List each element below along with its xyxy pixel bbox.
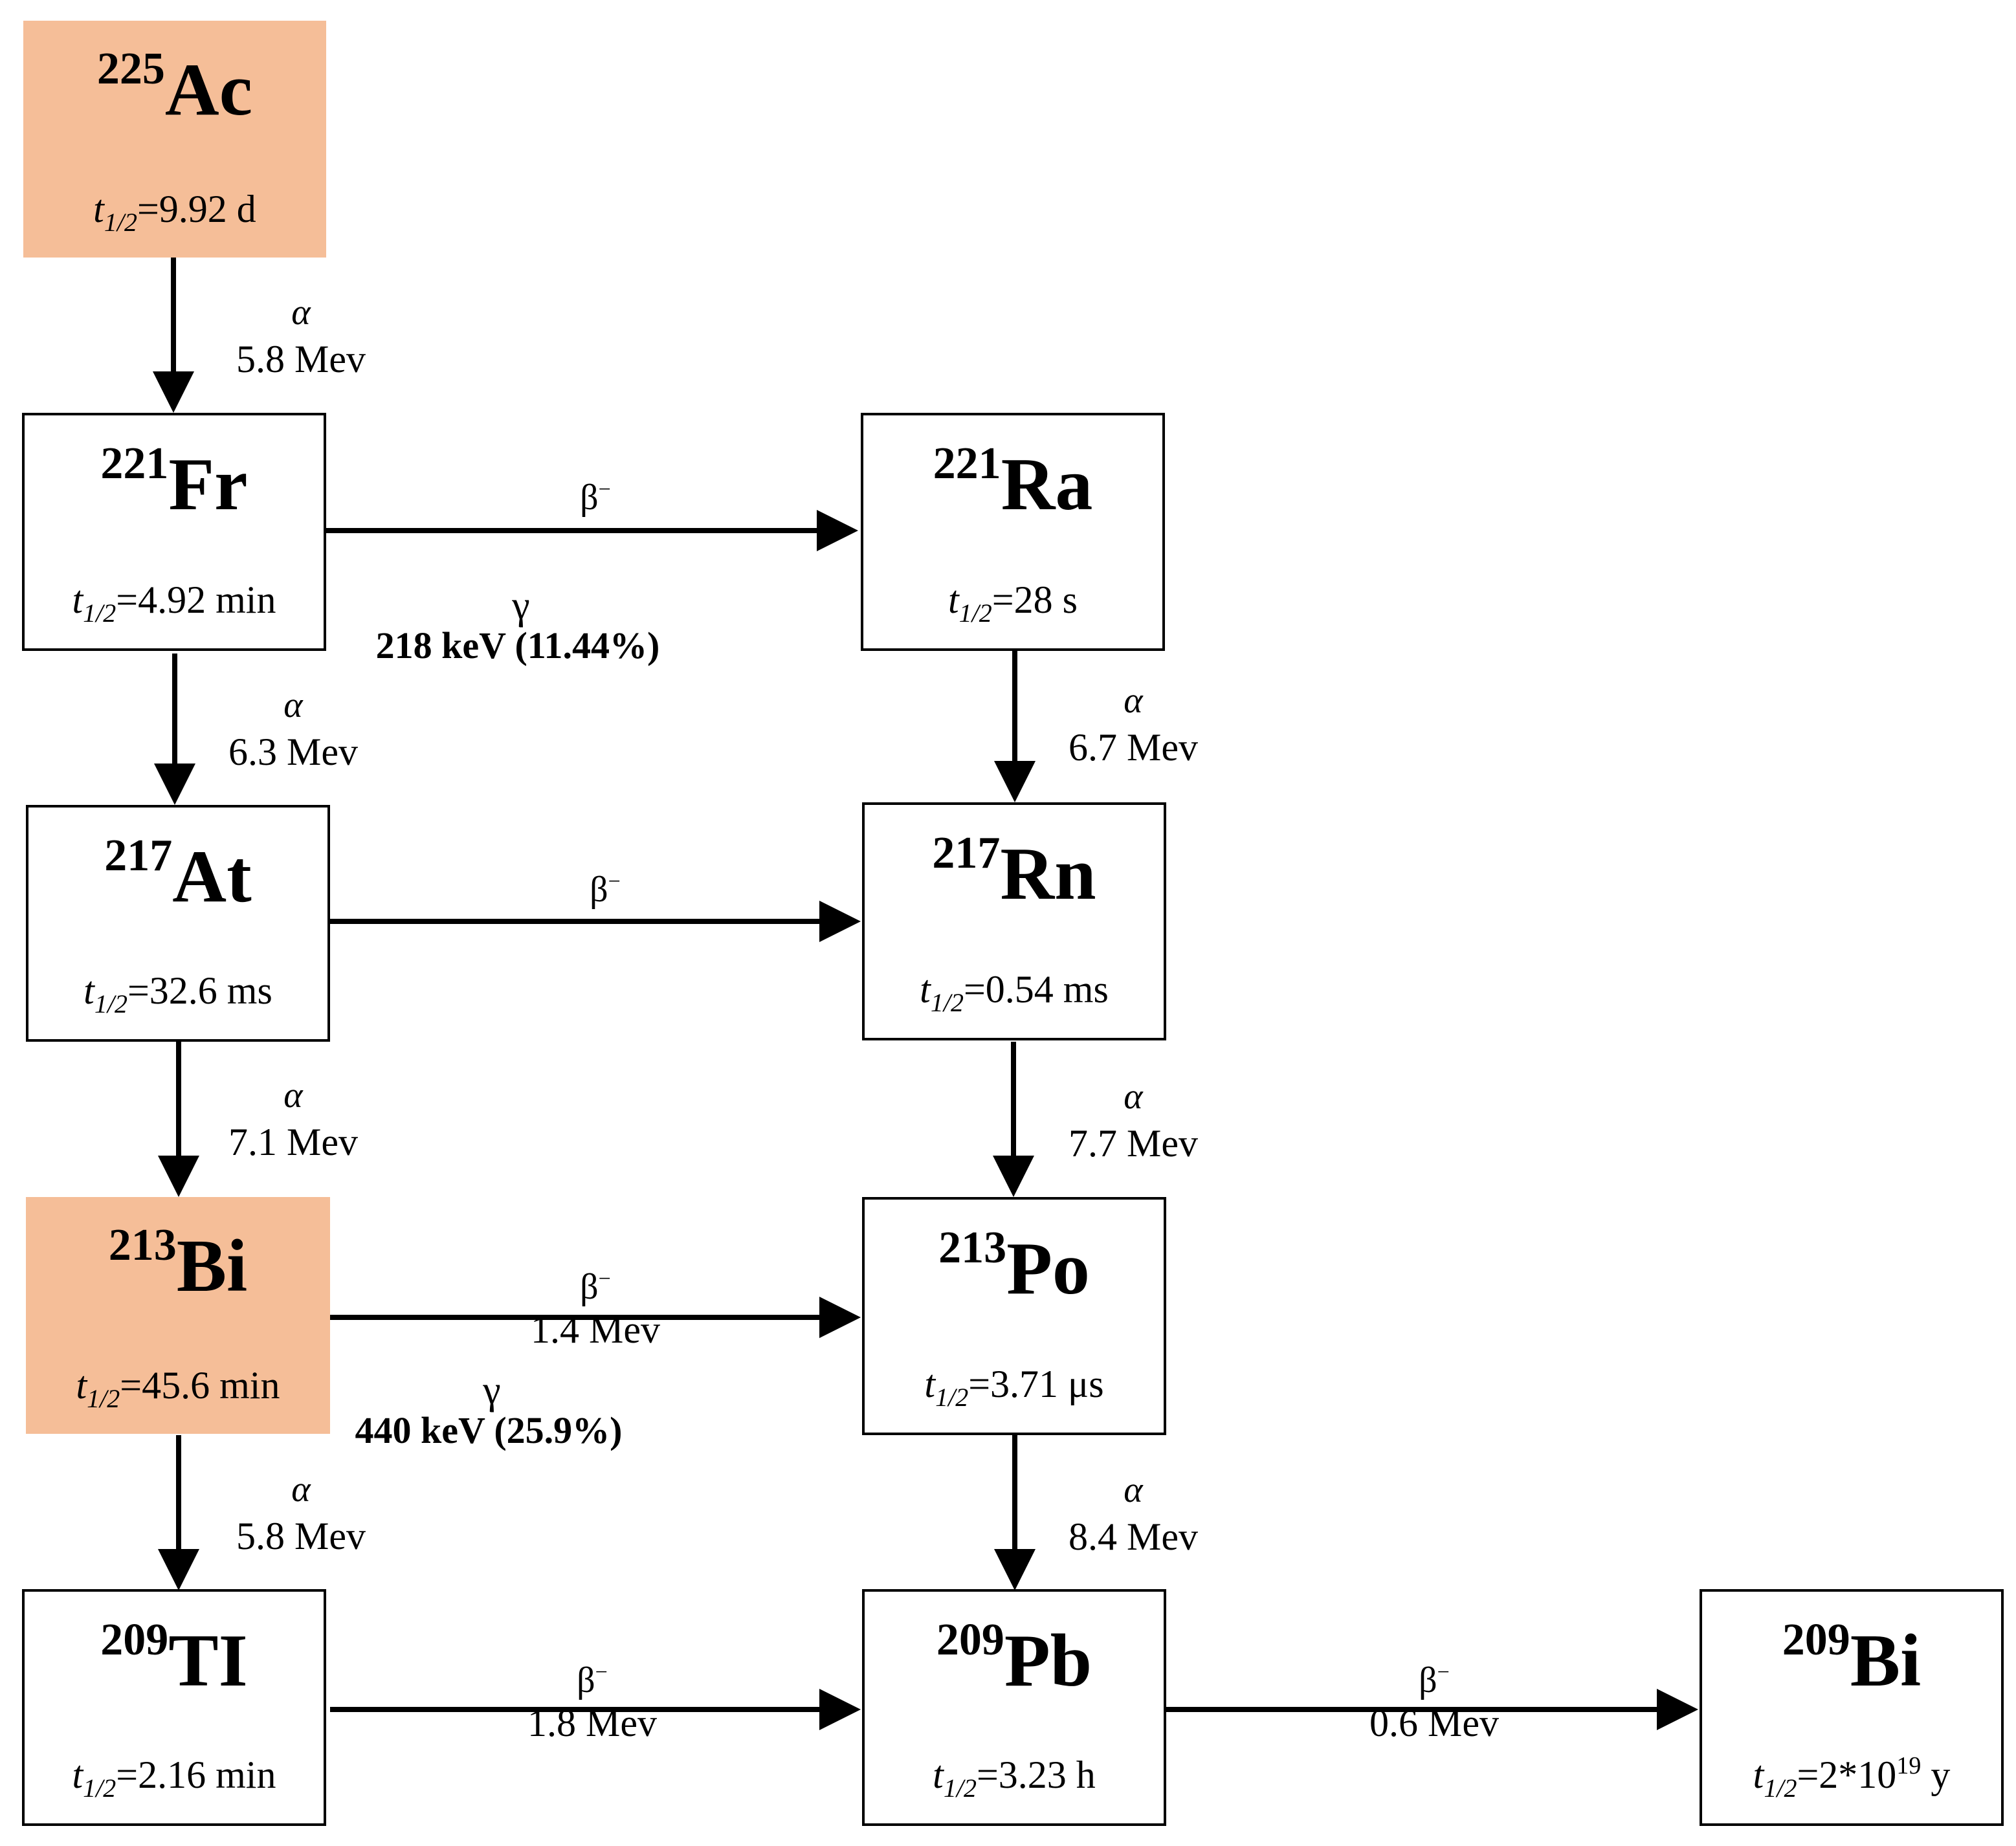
decay-label-rn-po: α 7.7 Mev bbox=[1069, 1077, 1198, 1165]
halflife-label: t1/2=2.16 min bbox=[72, 1753, 276, 1803]
decay-label-po-pb: α 8.4 Mev bbox=[1069, 1470, 1198, 1558]
node-at217: 217At t1/2=32.6 ms bbox=[26, 805, 330, 1042]
nuclide-label: 213Bi bbox=[108, 1220, 248, 1308]
node-pb209: 209Pb t1/2=3.23 h bbox=[862, 1589, 1166, 1826]
halflife-label: t1/2=4.92 min bbox=[72, 578, 276, 628]
decay-label-bi-tl: α 5.8 Mev bbox=[236, 1469, 366, 1557]
node-bi209: 209Bi t1/2=2*1019 y bbox=[1700, 1589, 2004, 1826]
nuclide-label: 221Ra bbox=[933, 439, 1093, 526]
decay-label-tl-pb: β− 1.8 Mev bbox=[527, 1660, 657, 1744]
decay-label-pb-bi: β− 0.6 Mev bbox=[1369, 1660, 1499, 1744]
node-tl209: 209TI t1/2=2.16 min bbox=[22, 1589, 326, 1826]
decay-label-ac-fr: α 5.8 Mev bbox=[236, 292, 366, 380]
halflife-label: t1/2=28 s bbox=[948, 578, 1078, 628]
decay-label-fr-ra: β− bbox=[580, 478, 611, 518]
gamma-label-bi: γ 440 keV (25.9%) bbox=[355, 1368, 623, 1451]
node-rn217: 217Rn t1/2=0.54 ms bbox=[862, 802, 1166, 1040]
halflife-label: t1/2=3.71 μs bbox=[924, 1363, 1104, 1412]
halflife-label: t1/2=0.54 ms bbox=[920, 968, 1109, 1017]
decay-label-at-bi: α 7.1 Mev bbox=[228, 1075, 358, 1163]
halflife-label: t1/2=9.92 d bbox=[93, 188, 256, 237]
gamma-label-fr: γ 218 keV (11.44%) bbox=[375, 584, 660, 666]
node-fr221: 221Fr t1/2=4.92 min bbox=[22, 413, 326, 651]
node-po213: 213Po t1/2=3.71 μs bbox=[862, 1197, 1166, 1435]
halflife-label: t1/2=45.6 min bbox=[76, 1364, 280, 1413]
node-ra221: 221Ra t1/2=28 s bbox=[861, 413, 1165, 651]
nuclide-label: 209Bi bbox=[1782, 1615, 1922, 1702]
nuclide-label: 209Pb bbox=[936, 1615, 1092, 1702]
halflife-label: t1/2=3.23 h bbox=[933, 1753, 1096, 1803]
nuclide-label: 217Rn bbox=[932, 828, 1096, 916]
decay-label-ra-rn: α 6.7 Mev bbox=[1069, 681, 1198, 769]
halflife-label: t1/2=2*1019 y bbox=[1753, 1752, 1951, 1803]
nuclide-label: 209TI bbox=[100, 1615, 248, 1702]
nuclide-label: 217At bbox=[104, 831, 252, 918]
decay-label-bi-po: β− 1.4 Mev bbox=[531, 1267, 660, 1351]
decay-label-at-rn: β− bbox=[590, 870, 621, 910]
node-bi213: 213Bi t1/2=45.6 min bbox=[26, 1197, 330, 1434]
nuclide-label: 225Ac bbox=[96, 44, 253, 131]
decay-label-fr-at: α 6.3 Mev bbox=[228, 685, 358, 773]
halflife-label: t1/2=32.6 ms bbox=[83, 969, 272, 1018]
nuclide-label: 221Fr bbox=[100, 439, 248, 526]
node-ac225: 225Ac t1/2=9.92 d bbox=[23, 21, 326, 258]
nuclide-label: 213Po bbox=[938, 1223, 1090, 1310]
